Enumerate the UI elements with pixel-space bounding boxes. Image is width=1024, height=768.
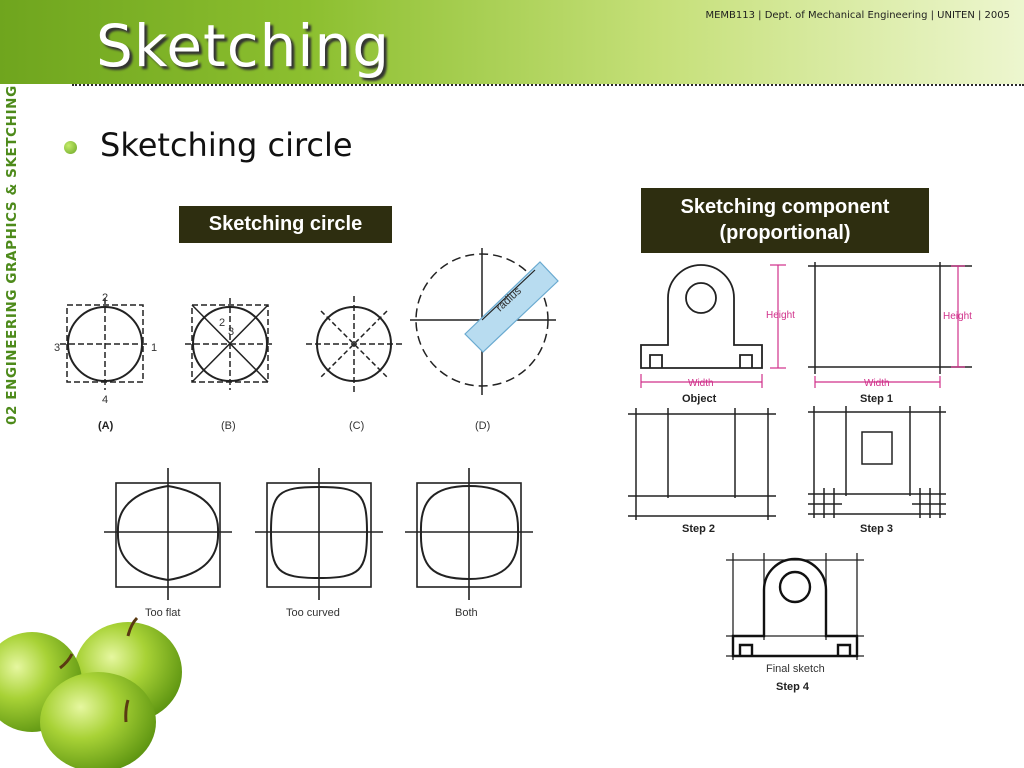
label-sketching-circle: Sketching circle xyxy=(179,206,392,243)
label-sketching-component: Sketching component (proportional) xyxy=(641,188,929,253)
component-step1 xyxy=(808,262,972,374)
step-a-number-3: 3 xyxy=(54,342,60,354)
caption-a: (A) xyxy=(98,420,114,432)
title-divider xyxy=(72,84,1024,86)
step1-width-label: Width xyxy=(864,378,890,389)
object-dimensions xyxy=(640,264,786,388)
step-a-number-2: 2 xyxy=(102,292,108,304)
caption-too-flat: Too flat xyxy=(145,607,180,619)
slide-title: Sketching xyxy=(96,12,391,80)
error-too-flat xyxy=(104,468,232,600)
component-step2 xyxy=(628,408,776,520)
circle-step-b xyxy=(185,298,275,390)
bullet-icon xyxy=(64,141,77,154)
step-b-number-3: 3 xyxy=(228,326,234,338)
circle-step-c xyxy=(306,296,402,392)
circle-step-a xyxy=(60,298,150,390)
bullet-text: Sketching circle xyxy=(100,126,353,164)
component-object xyxy=(640,264,763,369)
step1-height-label: Height xyxy=(943,311,972,322)
caption-d: (D) xyxy=(475,420,490,432)
error-too-curved xyxy=(255,468,383,600)
caption-step1: Step 1 xyxy=(860,393,893,405)
apples-decoration xyxy=(0,616,182,768)
label-component-line1: Sketching component xyxy=(680,196,890,218)
step4-final-outline xyxy=(731,557,859,658)
caption-too-curved: Too curved xyxy=(286,607,340,619)
caption-c: (C) xyxy=(349,420,364,432)
caption-b: (B) xyxy=(221,420,236,432)
caption-object: Object xyxy=(682,393,717,405)
object-height-label: Height xyxy=(766,310,795,321)
caption-final-sketch: Final sketch xyxy=(766,663,825,675)
caption-step2: Step 2 xyxy=(682,523,715,535)
caption-step3: Step 3 xyxy=(860,523,893,535)
label-component-line2: (proportional) xyxy=(719,222,851,244)
step-a-number-1: 1 xyxy=(151,342,157,354)
error-both xyxy=(405,468,533,600)
component-step3 xyxy=(808,406,946,518)
step-b-number-2: 2 xyxy=(219,317,225,329)
course-info: MEMB113 | Dept. of Mechanical Engineerin… xyxy=(705,10,1010,21)
step-a-number-4: 4 xyxy=(102,394,108,406)
header-band xyxy=(0,0,1024,84)
radius-strip xyxy=(464,261,559,353)
caption-step4: Step 4 xyxy=(776,681,810,693)
step1-dimensions xyxy=(814,265,965,388)
caption-both: Both xyxy=(455,607,478,619)
object-width-label: Width xyxy=(688,378,714,389)
